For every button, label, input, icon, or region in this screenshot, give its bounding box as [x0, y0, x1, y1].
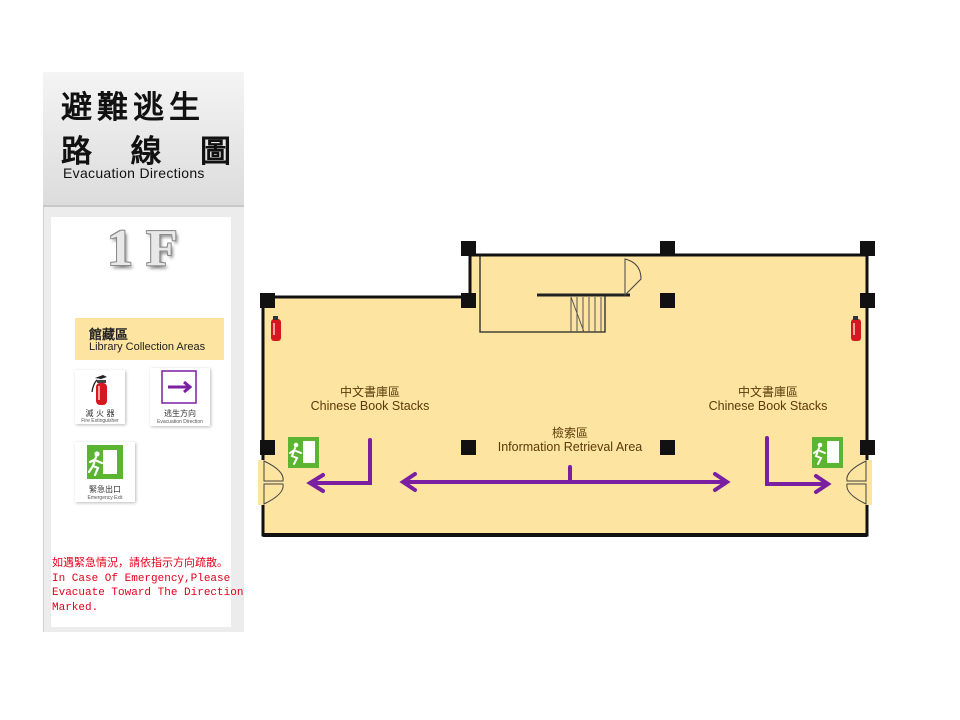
emergency-note-line: Marked.: [52, 601, 99, 614]
evacuation-direction-en: Evacuation Direction: [157, 419, 203, 425]
right-exit-door: [846, 460, 872, 505]
emergency-exit-icon: [288, 437, 319, 468]
emergency-exit-icon: [87, 445, 123, 479]
zone-label-en: Information Retrieval Area: [497, 440, 643, 454]
emergency-exit-en: Emergency Exit: [87, 495, 123, 501]
zone-label-zh: 中文書庫區: [339, 385, 400, 399]
stair-door: [624, 258, 642, 297]
fire-extinguisher-en: Fire Extinguisher: [81, 418, 119, 424]
zone-label-zh: 中文書庫區: [737, 385, 798, 399]
fire-extinguisher-zh: 滅 火 器: [85, 409, 115, 418]
arrow-right-icon: [161, 370, 197, 404]
collection-area-zh: 館藏區: [89, 328, 129, 343]
floor-label: 1 F: [107, 220, 178, 277]
legend-emergency-exit: 緊急出口 Emergency Exit: [75, 442, 135, 502]
title-en: Evacuation Directions: [63, 165, 205, 181]
collection-area-en: Library Collection Areas: [89, 341, 206, 353]
emergency-note-line: In Case Of Emergency,Please: [52, 572, 231, 585]
title-zh-char: 線: [130, 134, 162, 170]
left-exit-door: [258, 460, 284, 505]
fire-extinguisher-icon: [851, 316, 861, 341]
title-zh-char: 圖: [200, 134, 231, 170]
legend-evacuation-direction: 逃生方向 Evacuation Direction: [150, 368, 210, 426]
columns: [260, 241, 875, 455]
floor-area: [263, 255, 867, 535]
emergency-note: 如遇緊急情況，請依指示方向疏散。 In Case Of Emergency,Pl…: [52, 557, 244, 615]
collection-area-swatch: 館藏區 Library Collection Areas: [75, 318, 224, 360]
stair-room: [479, 255, 606, 333]
stair-steps: [570, 296, 602, 333]
fire-extinguisher-icon: [91, 375, 107, 405]
floor-plan-drawing: [258, 241, 875, 537]
fire-extinguisher-icon: [271, 316, 281, 341]
title-zh-char: 路: [61, 134, 92, 170]
emergency-note-line: Evacuate Toward The Direction: [52, 587, 244, 599]
zone-label-en: Chinese Book Stacks: [708, 399, 828, 413]
title-zh-line1: 避難逃生: [61, 90, 205, 126]
emergency-exit-zh: 緊急出口: [89, 485, 121, 494]
legend-fire-extinguisher: 滅 火 器 Fire Extinguisher: [75, 370, 125, 424]
evacuation-arrow-left: [306, 438, 372, 493]
evacuation-direction-zh: 逃生方向: [164, 409, 196, 418]
zone-label-zh: 檢索區: [551, 426, 588, 440]
legend-panel: 避難逃生 路 線 圖 Evacuation Directions 1 F 館藏區…: [43, 72, 244, 632]
legend-items-panel: 1 F 館藏區 Library Collection Areas 滅 火 器 F…: [51, 217, 231, 627]
title-zh-line2: 路 線 圖: [61, 126, 231, 171]
zone-label-chinese-book-stacks-left: 中文書庫區 Chinese Book Stacks: [295, 385, 445, 414]
zone-label-information-retrieval-area: 檢索區 Information Retrieval Area: [480, 426, 660, 455]
emergency-exit-icon: [812, 437, 843, 468]
floor-plan: 中文書庫區 Chinese Book Stacks 檢索區 Informatio…: [255, 235, 885, 549]
zone-label-en: Chinese Book Stacks: [310, 399, 430, 413]
zone-label-chinese-book-stacks-right: 中文書庫區 Chinese Book Stacks: [693, 385, 843, 414]
legend-title-box: 避難逃生 路 線 圖 Evacuation Directions: [43, 72, 244, 207]
evacuation-arrow-center: [399, 465, 731, 492]
emergency-note-line: 如遇緊急情況，請依指示方向疏散。: [52, 558, 228, 570]
evacuation-arrow-right: [765, 436, 832, 494]
